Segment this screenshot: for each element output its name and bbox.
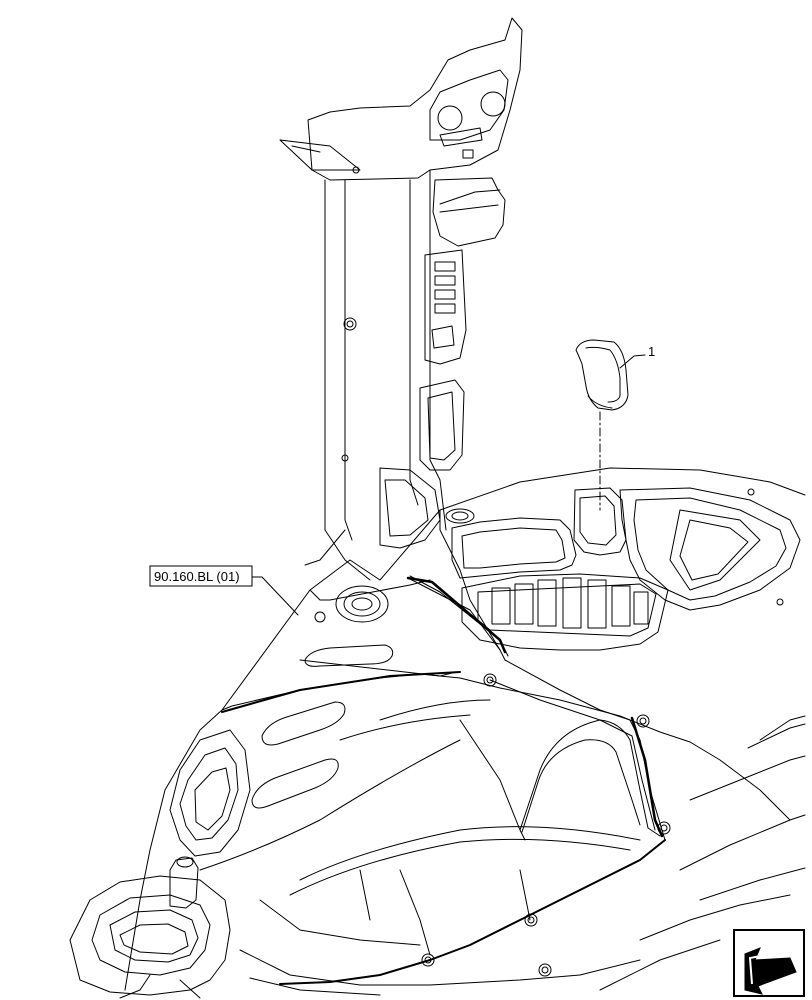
callout-number-1: 1 xyxy=(648,344,655,359)
next-page-arrow-icon xyxy=(744,947,797,995)
next-page-button[interactable] xyxy=(733,929,805,997)
part-1-cover[interactable] xyxy=(575,339,629,411)
callout-leader-1 xyxy=(619,354,646,369)
dash-console xyxy=(69,467,806,999)
reference-leader xyxy=(251,576,299,616)
reference-box[interactable]: 90.160.BL (01) xyxy=(149,565,253,587)
reference-label: 90.160.BL (01) xyxy=(154,569,240,584)
pillar-assembly xyxy=(279,17,523,581)
